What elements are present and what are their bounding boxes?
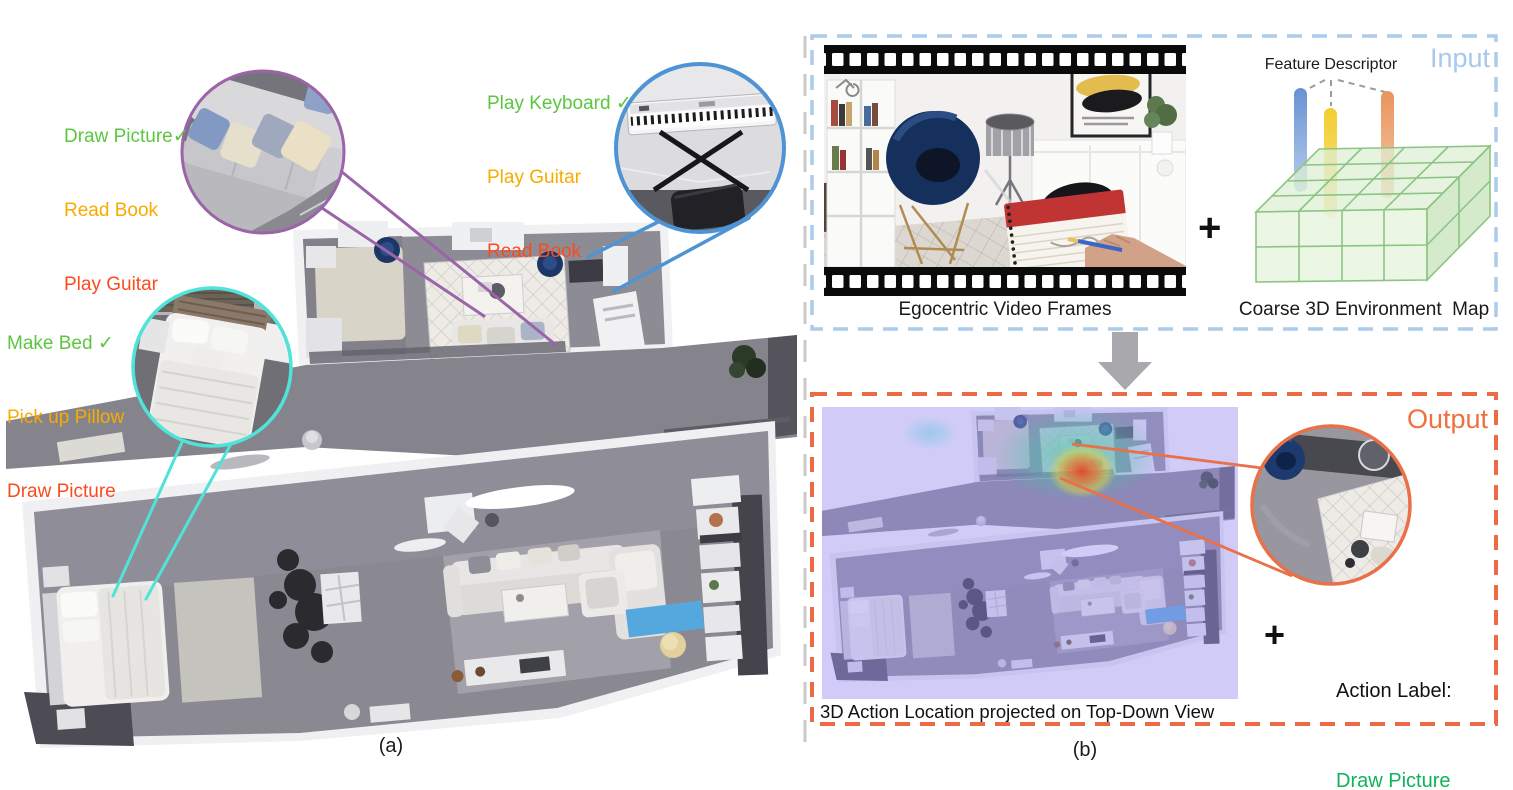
feature-descriptor-label: Feature Descriptor <box>1264 56 1398 73</box>
keyboard <box>568 259 604 283</box>
plus-sign-input: + <box>1198 206 1222 250</box>
navy-chair <box>886 110 980 265</box>
room-bed-living <box>22 421 781 748</box>
heatmap-topdown <box>822 407 1238 699</box>
output-title: Output <box>1406 404 1488 434</box>
bed <box>42 565 170 730</box>
panel-a-label: (a) <box>378 735 404 757</box>
plus-sign-output: + <box>1264 614 1286 655</box>
action-label: Draw Picture <box>7 481 116 502</box>
callout-lines <box>111 170 751 601</box>
film-strip <box>824 45 1186 296</box>
map-caption: Coarse 3D Environment Map <box>1238 299 1490 320</box>
blue-mat <box>625 600 705 638</box>
room-music <box>293 221 673 368</box>
action-label: Read Book <box>487 241 582 262</box>
right-shelves <box>690 474 769 676</box>
action-label: Play Guitar <box>64 274 158 295</box>
input-title: Input <box>1429 43 1490 73</box>
plant <box>729 345 766 378</box>
action-label: Draw Picture✓ <box>64 126 189 147</box>
3d-grid-box <box>1254 144 1492 283</box>
egocentric-photo <box>824 74 1186 267</box>
shelf <box>320 571 362 625</box>
action-label: Make Bed ✓ <box>7 333 114 354</box>
wall-art-frame <box>1070 74 1152 138</box>
feature-descriptor-diagram <box>1254 79 1492 283</box>
callout-circle-sofa <box>180 69 346 235</box>
bookshelf <box>826 78 896 267</box>
action-label-title: Action Label: <box>1336 680 1452 702</box>
hand <box>1067 234 1186 267</box>
plant-pot <box>1144 96 1177 155</box>
console <box>451 649 567 687</box>
piano-keyboard <box>626 92 777 136</box>
action-label-block: Action Label: Draw Picture <box>1336 616 1452 790</box>
action-labels-sofa: Draw Picture✓ Read Book Play Guitar <box>64 90 189 330</box>
output-panel-border <box>810 392 1498 726</box>
output-callout-lines <box>1059 442 1293 578</box>
action-labels-keyboard: Play Keyboard ✓ Play Guitar Read Book <box>487 57 632 297</box>
apartment-topdown-map <box>6 221 797 748</box>
film-caption: Egocentric Video Frames <box>898 299 1112 320</box>
bed-closeup <box>138 295 291 446</box>
action-label-value: Draw Picture <box>1336 770 1451 790</box>
action-labels-bed: Make Bed ✓ Pick up Pillow Draw Picture <box>7 297 124 537</box>
action-label: Pick up Pillow <box>7 407 125 428</box>
callout-circle-keyboard <box>614 62 786 234</box>
callout-circle-output <box>1250 424 1412 586</box>
down-arrow-icon <box>1098 332 1152 390</box>
action-label: Read Book <box>64 200 159 221</box>
output-caption: 3D Action Location projected on Top-Down… <box>820 701 1215 722</box>
panel-b-label: (b) <box>1072 739 1098 761</box>
input-panel-border <box>810 34 1498 331</box>
callout-circle-bed <box>131 286 293 448</box>
heat-hotspot <box>1048 444 1116 498</box>
action-label: Play Guitar <box>487 167 581 188</box>
action-label: Play Keyboard ✓ <box>487 93 632 114</box>
